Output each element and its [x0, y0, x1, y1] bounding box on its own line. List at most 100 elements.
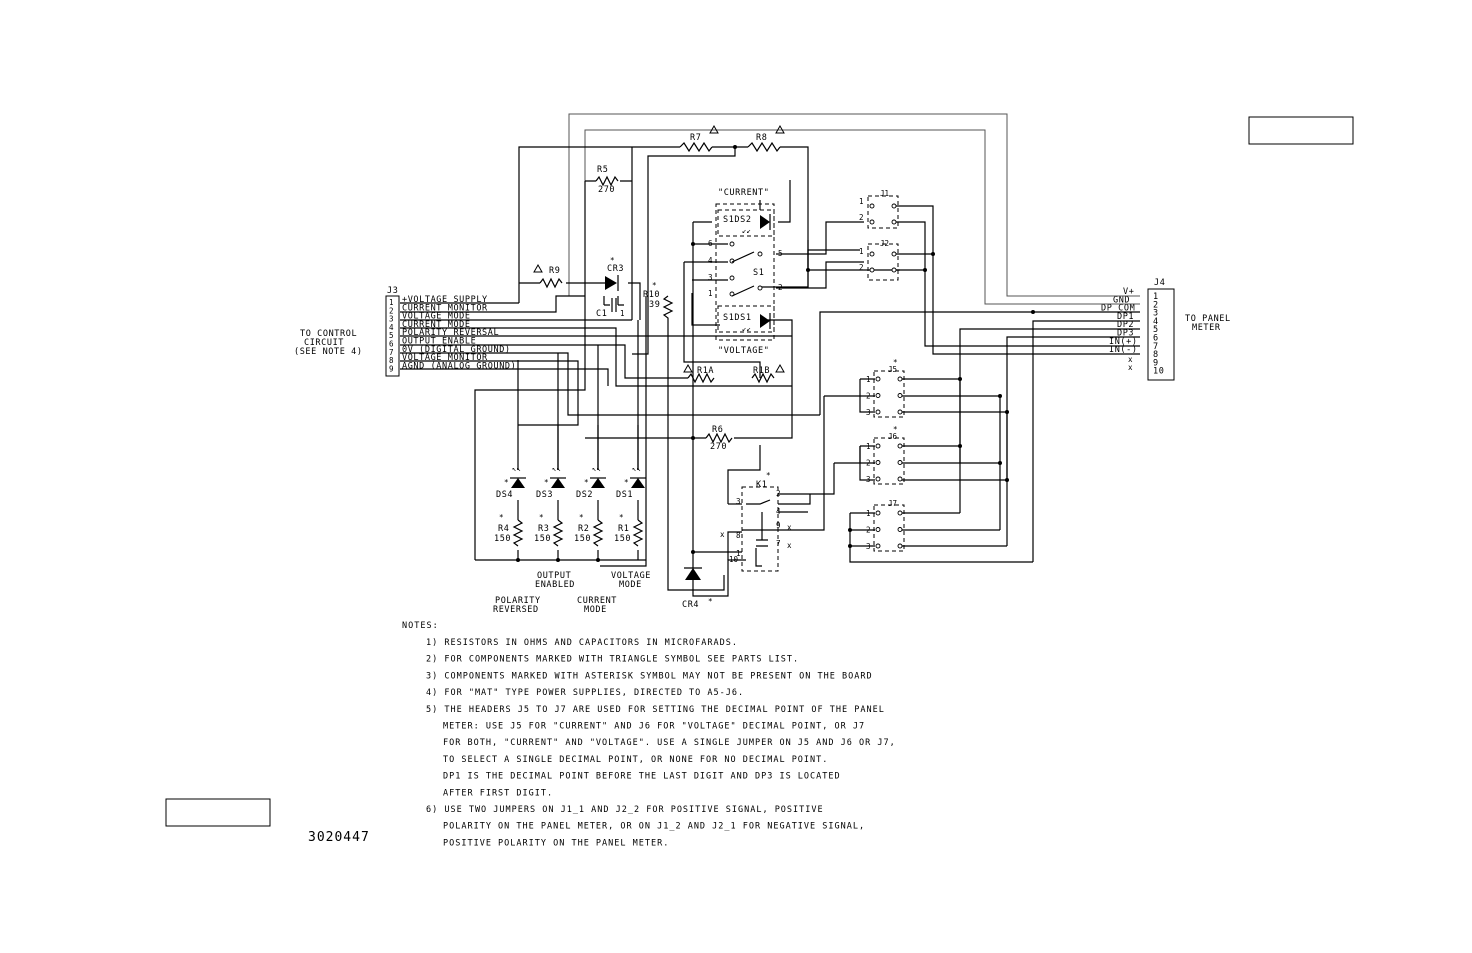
- svg-text:7: 7: [776, 539, 781, 548]
- svg-text:*: *: [584, 478, 589, 487]
- hdr-j7-pin: 1: [866, 509, 871, 518]
- s1-pin-label: 4: [708, 256, 713, 265]
- note-line: TO SELECT A SINGLE DECIMAL POINT, OR NON…: [443, 755, 828, 765]
- j3-pin-3: 3: [389, 315, 394, 324]
- svg-text:39: 39: [649, 300, 660, 310]
- title-block-top-right: [1248, 116, 1354, 145]
- indicator-labels: OUTPUT ENABLED VOLTAGE MODE POLARITY REV…: [493, 571, 650, 615]
- svg-text:POLARITY: POLARITY: [495, 596, 541, 606]
- svg-text:9: 9: [776, 521, 781, 530]
- j3-signal: 0V (DIGITAL GROUND): [402, 345, 511, 355]
- j3-pin-9: 9: [389, 364, 394, 373]
- svg-text:R9: R9: [549, 266, 560, 276]
- j3-pin-6: 6: [389, 340, 394, 349]
- resistor-r8: R8: [747, 124, 785, 153]
- resistor-r10: R10 39 *: [643, 281, 674, 320]
- j4-pin-10: 10: [1153, 367, 1164, 377]
- j4-signal: IN(+): [1109, 337, 1138, 347]
- j3-pin-2: 2: [389, 306, 394, 315]
- j3-pin-4: 4: [389, 323, 394, 332]
- j4-pin10-nc: x: [1128, 363, 1133, 372]
- svg-text:4: 4: [776, 507, 781, 516]
- led-label: DS1: [616, 490, 633, 500]
- resistor-r6: R6 270: [705, 425, 733, 452]
- notes: NOTES: 1) RESISTORS IN OHMS AND CAPACITO…: [402, 621, 895, 848]
- svg-text:CR4: CR4: [682, 600, 699, 610]
- svg-text:*: *: [504, 478, 509, 487]
- resistor-label: R4: [498, 524, 509, 534]
- j4-signal: DP1: [1117, 312, 1134, 322]
- wiring: [400, 113, 1140, 597]
- j3-signal: OUTPUT ENABLE: [402, 337, 476, 347]
- j4-pin-5: 5: [1153, 325, 1159, 335]
- svg-text:1: 1: [859, 247, 864, 256]
- svg-text:↙↙: ↙↙: [742, 324, 751, 333]
- resistor-value: 150: [534, 534, 551, 544]
- svg-text:R5: R5: [597, 165, 608, 175]
- svg-text:x: x: [787, 541, 792, 550]
- hdr-j5-ref: J5: [888, 365, 897, 374]
- resistor-label: R1: [618, 524, 629, 534]
- j4-signal: GND: [1113, 295, 1130, 305]
- s1-contact: [729, 275, 735, 281]
- svg-text:MODE: MODE: [619, 580, 642, 590]
- hdr-j6-pin: 3: [866, 475, 871, 484]
- notes-heading: NOTES:: [402, 621, 439, 631]
- svg-text:R10: R10: [643, 290, 660, 300]
- resistor-value: 150: [494, 534, 511, 544]
- j3-signal: VOLTAGE MONITOR: [402, 353, 488, 363]
- s1-contact: [757, 251, 763, 257]
- svg-text:3: 3: [736, 497, 741, 506]
- svg-text:ENABLED: ENABLED: [535, 580, 575, 590]
- note-line: POSITIVE POLARITY ON THE PANEL METER.: [443, 838, 669, 848]
- hdr-j6-star: *: [893, 425, 898, 434]
- resistor-r7: R7: [679, 124, 719, 153]
- resistor-label: R2: [578, 524, 589, 534]
- j4-signal: DP3: [1117, 329, 1134, 339]
- svg-text:1: 1: [620, 309, 625, 318]
- svg-text:x: x: [787, 523, 792, 532]
- switch-s1: "CURRENT" S1DS2 ↙↙ S1DS1 ↙↙ "VOLTAGE" S1…: [708, 188, 783, 356]
- s1-pin-label: 5: [778, 249, 783, 258]
- j3-pin-7: 7: [389, 348, 394, 357]
- j4-signal: V+: [1123, 287, 1134, 297]
- j4-pin-4: 4: [1153, 317, 1159, 327]
- svg-text:S1: S1: [753, 268, 764, 278]
- svg-text:*: *: [619, 513, 624, 522]
- resistor-label: R3: [538, 524, 549, 534]
- svg-text:↖↖: ↖↖: [632, 464, 641, 473]
- note-line: METER: USE J5 FOR "CURRENT" AND J6 FOR "…: [443, 722, 865, 732]
- led-label: DS4: [496, 490, 513, 500]
- note-line: AFTER FIRST DIGIT.: [443, 788, 553, 798]
- hdr-j5-star: *: [893, 358, 898, 367]
- note-line: DP1 IS THE DECIMAL POINT BEFORE THE LAST…: [443, 772, 841, 782]
- svg-text:J1: J1: [880, 189, 889, 198]
- hdr-j5-pin: 2: [866, 392, 871, 401]
- svg-text:↖↖: ↖↖: [592, 464, 601, 473]
- j3-signal: CURRENT MODE: [402, 320, 471, 330]
- header-j1: J1 12: [859, 189, 899, 229]
- s1-pin-label: 1: [708, 289, 713, 298]
- note-line: 6) USE TWO JUMPERS ON J1_1 AND J2_2 FOR …: [426, 805, 824, 815]
- resistor-r9: R9: [533, 263, 563, 289]
- j3-pin-1: 1: [389, 298, 394, 307]
- svg-text:270: 270: [598, 185, 615, 195]
- j3-signal: POLARITY REVERSAL: [402, 328, 499, 338]
- header-j6: J6*123: [866, 425, 905, 485]
- relay-k1: K1 * 3 2 4 8 9 1 10 7 xx x: [720, 471, 792, 572]
- s1-contact: [757, 285, 763, 291]
- j4-pin-8: 8: [1153, 350, 1159, 360]
- j3-pin-5: 5: [389, 331, 394, 340]
- svg-text:R7: R7: [690, 133, 701, 143]
- svg-text:OUTPUT: OUTPUT: [537, 571, 571, 581]
- resistor-r1a: R1A: [683, 363, 715, 384]
- j4-pin-2: 2: [1153, 300, 1159, 310]
- hdr-j7-pin: 3: [866, 542, 871, 551]
- j4-to-label-1: TO PANEL: [1185, 314, 1231, 324]
- header-j5: J5*123: [866, 358, 905, 418]
- note-line: 2) FOR COMPONENTS MARKED WITH TRIANGLE S…: [426, 655, 799, 665]
- note-line: 1) RESISTORS IN OHMS AND CAPACITORS IN M…: [426, 638, 738, 648]
- j4-pin-6: 6: [1153, 334, 1159, 344]
- svg-text:S1DS2: S1DS2: [723, 215, 752, 225]
